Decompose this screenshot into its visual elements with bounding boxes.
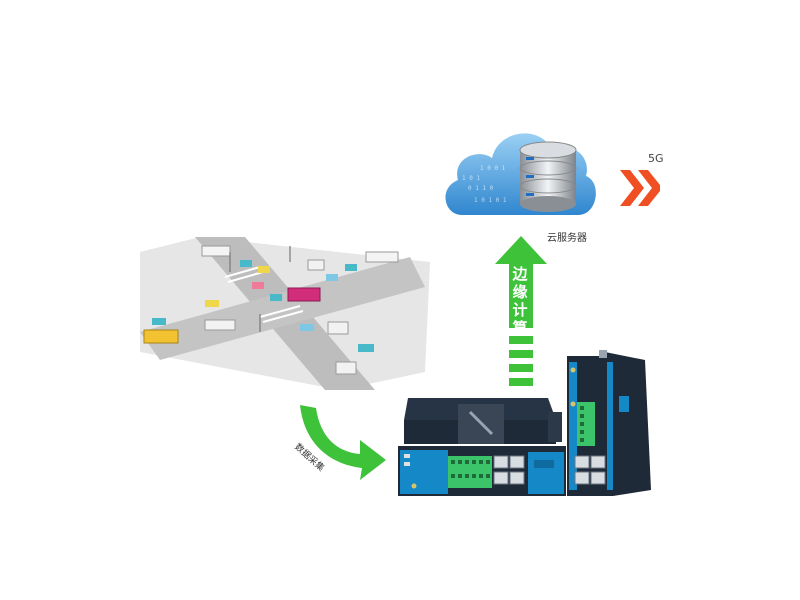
car [358,344,374,352]
bus-magenta [287,287,321,302]
bus-white [365,251,399,263]
edge-char: 算 [512,319,528,337]
car [240,260,252,267]
svg-text:0 1 1 0: 0 1 1 0 [468,185,494,192]
binary-pattern: 1 0 1 0 1 1 0 1 0 0 1 1 0 1 0 1 [462,165,507,204]
device-side-housing [605,352,651,496]
car [152,318,166,325]
cloud-server-label: 云服务器 [547,233,587,244]
edge-char: 计 [512,301,528,319]
edge-gateway-vertical [567,350,651,496]
svg-text:1 0 1 0 1: 1 0 1 0 1 [474,197,507,204]
car [326,274,338,281]
ethernet-ports [574,455,606,485]
terminal-block [577,402,595,446]
vehicles [143,245,399,375]
edge-char: 边 [512,265,528,283]
car [345,264,357,271]
crosswalks [224,266,304,323]
ethernet-ports [493,455,525,485]
edge-computing-label: 边 缘 计 算 [510,265,530,337]
edge-computing-arrow [495,236,547,386]
car [252,282,264,289]
car [258,266,270,273]
car [205,300,219,307]
van-white [204,319,236,331]
truck-white [307,259,325,271]
truck-white [327,321,349,335]
data-collection-arrow [300,405,386,480]
car [300,324,314,331]
traffic-intersection-illustration [140,237,430,390]
svg-text:1 0 0 1: 1 0 0 1 [480,165,506,172]
bus-white [201,245,231,257]
road-ew [140,257,425,360]
cloud-server-icon: 1 0 1 0 1 1 0 1 0 0 1 1 0 1 0 1 [445,133,596,215]
bus-yellow [143,329,179,344]
truck-white [335,361,357,375]
fiveg-label: 5G [648,152,664,165]
database-stack-icon [519,141,577,212]
edge-gateway-horizontal [398,398,566,496]
car [270,294,282,301]
traffic-poles [229,246,291,332]
svg-text:1 0 1: 1 0 1 [462,175,480,182]
terminal-block [448,456,492,488]
fiveg-chevron-icon [620,170,660,206]
edge-char: 缘 [512,283,528,301]
